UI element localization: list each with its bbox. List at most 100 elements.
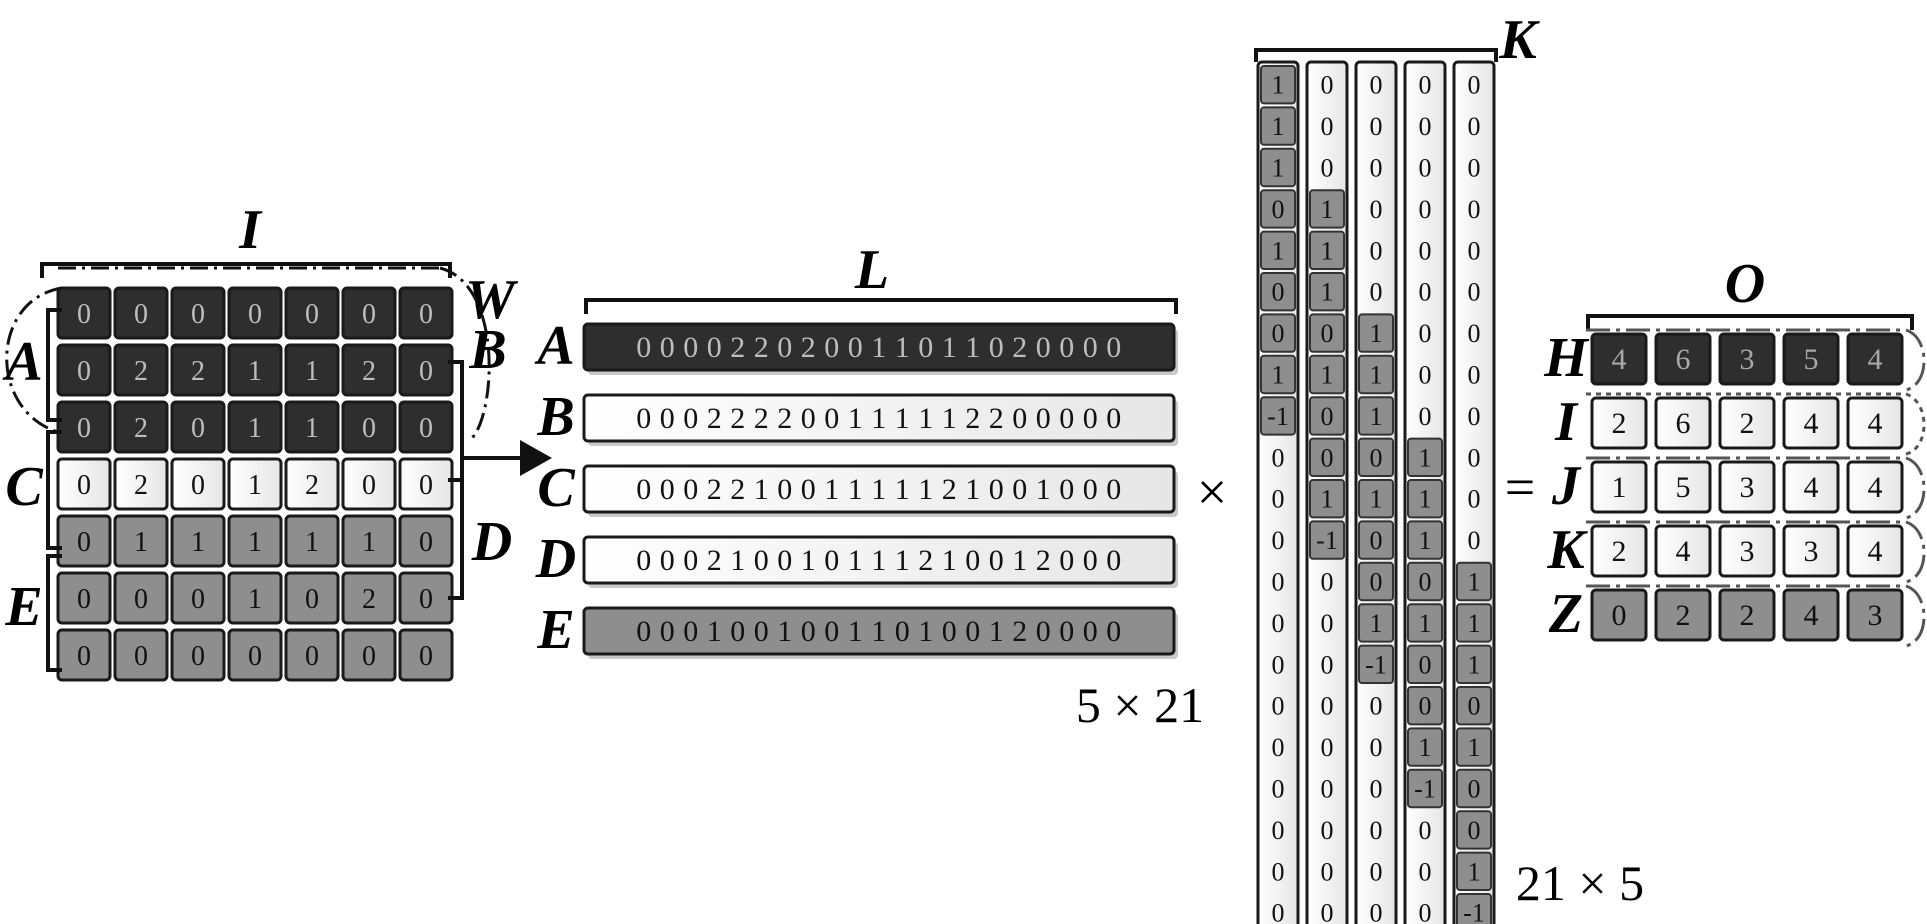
input-cell: 1 — [284, 514, 340, 568]
kernel-cell-value: 1 — [1272, 361, 1285, 390]
input-cell-value: 0 — [134, 299, 148, 330]
output-cell-value: 4 — [1804, 599, 1819, 632]
input-cell: 0 — [56, 286, 112, 340]
kernel-cell-value: -1 — [1414, 775, 1436, 804]
kernel-cell-value: 0 — [1370, 195, 1383, 224]
kernel-cell-value: 0 — [1419, 236, 1432, 265]
input-cell: 1 — [170, 514, 226, 568]
input-cell-value: 2 — [134, 356, 148, 387]
kernel-cell-value: -1 — [1267, 402, 1289, 431]
kernel-cell-value: 0 — [1321, 899, 1334, 924]
kernel-cell-value: 0 — [1272, 319, 1285, 348]
input-cell: 0 — [284, 571, 340, 625]
kernel-cell-value: 0 — [1419, 692, 1432, 721]
input-cell-value: 1 — [305, 413, 319, 444]
kernel-cell-value: 1 — [1468, 568, 1481, 597]
input-cell-value: 0 — [419, 470, 433, 501]
kernel-cell-value: 0 — [1272, 485, 1285, 514]
input-cell: 0 — [56, 628, 112, 682]
kernel-cell-value: 0 — [1419, 112, 1432, 141]
kernel-cell-value: 1 — [1370, 319, 1383, 348]
kernel-cell-value: 0 — [1272, 899, 1285, 924]
output-cell-value: 4 — [1868, 407, 1883, 440]
kernel-cell-value: 0 — [1468, 692, 1481, 721]
kernel-cell-value: 0 — [1321, 775, 1334, 804]
input-cell: 0 — [56, 400, 112, 454]
input-cell: 0 — [341, 457, 397, 511]
bracket-A — [46, 308, 62, 422]
input-cell: 0 — [56, 457, 112, 511]
kernel-cell-value: 1 — [1321, 278, 1334, 307]
input-cell-value: 1 — [248, 527, 262, 558]
input-cell: 2 — [113, 457, 169, 511]
output-cell-value: 5 — [1676, 471, 1691, 504]
output-row-label: Z — [1548, 583, 1583, 645]
input-cell-value: 0 — [419, 299, 433, 330]
output-cell-value: 4 — [1804, 471, 1819, 504]
output-row-label: K — [1546, 519, 1588, 581]
lowered-row-values: 0 0 0 2 2 2 2 0 0 1 1 1 1 1 2 2 0 0 0 0 … — [636, 402, 1122, 435]
kernel-cell-value: 0 — [1370, 816, 1383, 845]
lowered-row-values: 0 0 0 2 2 1 0 0 1 1 1 1 1 2 1 0 0 1 0 0 … — [636, 473, 1122, 506]
kernel-cell-value: 1 — [1468, 733, 1481, 762]
kernel-cell-value: 0 — [1321, 816, 1334, 845]
lowered-row-label: D — [535, 528, 576, 590]
input-cell-value: 2 — [134, 413, 148, 444]
kernel-cell-value: -1 — [1316, 526, 1338, 555]
output-cell-value: 0 — [1612, 599, 1627, 632]
input-cell-value: 0 — [305, 584, 319, 615]
output-cell-value: 6 — [1676, 343, 1691, 376]
lowered-row-label: E — [536, 599, 574, 661]
input-cell-value: 0 — [77, 641, 91, 672]
kernel-cell-value: 0 — [1419, 899, 1432, 924]
output-row-label: I — [1554, 391, 1579, 453]
input-cell-value: 2 — [362, 356, 376, 387]
input-matrix-label: I — [238, 199, 263, 261]
input-cell-value: 0 — [362, 413, 376, 444]
output-cell-value: 3 — [1740, 343, 1755, 376]
output-cell-value: 2 — [1740, 407, 1755, 440]
kernel-cell-value: 0 — [1419, 278, 1432, 307]
kernel-cell-value: 1 — [1370, 485, 1383, 514]
group-label-A: A — [2, 331, 42, 393]
kernel-cell-value: 0 — [1370, 857, 1383, 886]
kernel-cell-value: 0 — [1272, 775, 1285, 804]
kernel-cell-value: 0 — [1321, 319, 1334, 348]
input-cell: 1 — [113, 514, 169, 568]
input-cell-value: 0 — [248, 299, 262, 330]
kernel-cell-value: 0 — [1321, 568, 1334, 597]
group-label-D: D — [471, 511, 512, 573]
input-cell-value: 0 — [419, 584, 433, 615]
kernel-cell-value: 0 — [1272, 650, 1285, 679]
output-cell-value: 4 — [1804, 407, 1819, 440]
input-cell: 2 — [284, 457, 340, 511]
kernel-cell-value: 0 — [1370, 692, 1383, 721]
kernel-cell-value: 1 — [1419, 526, 1432, 555]
lowered-row-label: C — [537, 457, 575, 519]
input-cell-value: 0 — [134, 584, 148, 615]
lowered-dims: 5 × 21 — [1076, 677, 1204, 733]
input-cell: 0 — [113, 571, 169, 625]
kernel-cell-value: 0 — [1272, 692, 1285, 721]
input-cell-value: 1 — [305, 527, 319, 558]
input-cell-value: 0 — [248, 641, 262, 672]
input-cell: 2 — [341, 343, 397, 397]
kernel-cell-value: 0 — [1468, 361, 1481, 390]
output-cell-value: 1 — [1612, 471, 1627, 504]
input-cell: 0 — [56, 343, 112, 397]
kernel-cell-value: 0 — [1370, 526, 1383, 555]
output-row-label: H — [1543, 327, 1589, 389]
input-cell: 0 — [170, 628, 226, 682]
input-cell: 0 — [341, 628, 397, 682]
kernel-matrix: K 11101001-100000000000000011101001-1000… — [1254, 9, 1644, 924]
kernel-cell-value: 0 — [1370, 278, 1383, 307]
kernel-cell-value: 1 — [1468, 857, 1481, 886]
kernel-cell-value: 0 — [1468, 71, 1481, 100]
